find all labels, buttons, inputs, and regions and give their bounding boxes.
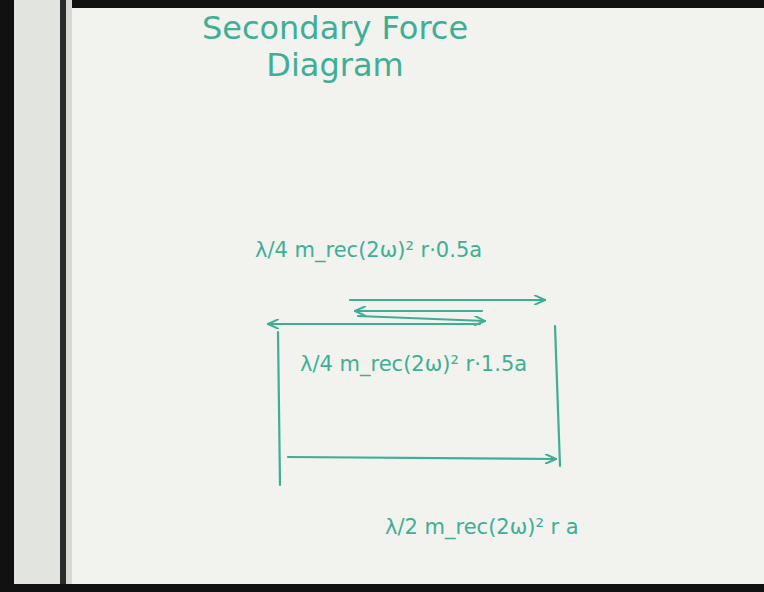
board-frame	[14, 0, 60, 592]
force-arrow	[268, 323, 480, 325]
force-arrow	[288, 457, 556, 459]
force-label: λ/2 m_rec(2ω)² r a	[385, 515, 579, 539]
bottom-edge	[0, 584, 764, 592]
left-edge	[0, 0, 14, 592]
force-label: λ/4 m_rec(2ω)² r·1.5a	[300, 352, 527, 376]
force-arrow	[350, 299, 545, 301]
diagram-title: Secondary Force Diagram	[170, 10, 500, 84]
force-arrow	[358, 316, 485, 321]
force-arrow	[355, 310, 482, 312]
frame-line	[60, 0, 66, 592]
vertical-line	[555, 326, 560, 466]
frame-shadow	[66, 0, 72, 592]
vertical-line	[278, 332, 280, 485]
force-label: λ/4 m_rec(2ω)² r·0.5a	[255, 238, 482, 262]
top-edge	[0, 0, 764, 8]
